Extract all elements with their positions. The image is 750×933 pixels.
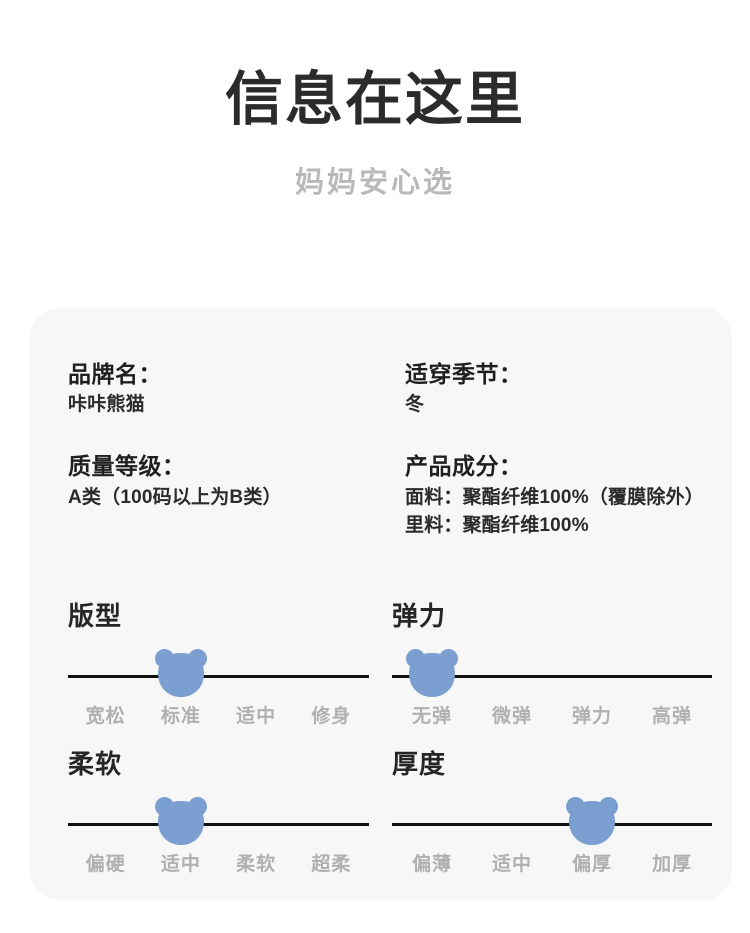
spec-value-season: 冬 (405, 394, 425, 416)
spec-label-season: 适穿季节： (405, 361, 523, 387)
bear-head-icon-fit[interactable] (154, 649, 207, 697)
slider-tick-elasticity-1[interactable]: 微弹 (491, 706, 532, 727)
slider-track-elasticity[interactable] (392, 675, 712, 678)
slider-tick-elasticity-0[interactable]: 无弹 (411, 706, 452, 727)
page-title: 信息在这里 (224, 67, 525, 132)
spec-block-composition: 产品成分： 面料：聚酯纤维100%（覆膜除外） 里料：聚酯纤维100% (405, 450, 732, 541)
bear-ear-right (599, 797, 618, 816)
bear-ear-left (406, 649, 425, 668)
spec-block-brand: 品牌名： 咔咔熊猫 (68, 358, 400, 420)
slider-track-wrap-thickness[interactable] (392, 797, 712, 845)
page-subtitle: 妈妈安心选 (294, 166, 455, 199)
slider-ticks-thickness: 偏薄 适中 偏厚 加厚 (392, 849, 712, 876)
slider-tick-thickness-1[interactable]: 适中 (491, 854, 532, 875)
slider-tick-thickness-2[interactable]: 偏厚 (571, 854, 612, 875)
slider-tick-elasticity-3[interactable]: 高弹 (651, 706, 692, 727)
bear-ear-right (187, 797, 207, 816)
bear-ear-right (187, 649, 207, 668)
slider-fit[interactable]: 版型 宽松 标准 适中 修身 (30, 596, 381, 744)
slider-ticks-fit: 宽松 标准 适中 修身 (68, 701, 369, 728)
spec-value-composition-lining: 里料：聚酯纤维100% (405, 515, 589, 537)
slider-softness[interactable]: 柔软 偏硬 适中 柔软 超柔 (30, 744, 381, 892)
slider-track-wrap-softness[interactable] (68, 797, 369, 845)
slider-track-fit[interactable] (68, 675, 369, 678)
spec-value-quality-grade: A类（100码以上为B类） (68, 486, 282, 508)
slider-track-thickness[interactable] (392, 823, 712, 826)
bear-head-icon-thickness[interactable] (566, 797, 618, 845)
slider-title-softness: 柔软 (68, 749, 123, 779)
slider-tick-fit-3[interactable]: 修身 (311, 706, 352, 727)
slider-tick-fit-2[interactable]: 适中 (236, 706, 277, 727)
slider-title-fit: 版型 (68, 601, 123, 631)
slider-tick-softness-3[interactable]: 超柔 (311, 854, 352, 875)
spec-column-left: 品牌名： 咔咔熊猫 质量等级： A类（100码以上为B类） (68, 358, 400, 541)
bear-head-icon-softness[interactable] (154, 797, 207, 845)
slider-ticks-elasticity: 无弹 微弹 弹力 高弹 (392, 701, 712, 728)
slider-title-elasticity: 弹力 (392, 601, 447, 631)
spec-value-brand: 咔咔熊猫 (68, 394, 145, 416)
spec-column-right: 适穿季节： 冬 产品成分： 面料：聚酯纤维100%（覆膜除外） 里料：聚酯纤维1… (400, 358, 732, 541)
slider-tick-softness-0[interactable]: 偏硬 (85, 854, 126, 875)
spec-label-composition: 产品成分： (405, 453, 523, 480)
bear-ear-left (566, 797, 585, 816)
spec-label-brand: 品牌名： (68, 361, 162, 387)
slider-tick-softness-1[interactable]: 适中 (160, 854, 201, 875)
slider-track-softness[interactable] (68, 823, 369, 826)
bear-ear-right (439, 649, 458, 668)
page-header: 信息在这里 妈妈安心选 (0, 0, 750, 201)
spec-value-composition-shell: 面料：聚酯纤维100%（覆膜除外） (405, 486, 704, 508)
bear-ear-left (154, 797, 174, 816)
slider-tick-elasticity-2[interactable]: 弹力 (571, 706, 612, 727)
bear-head-icon-elasticity[interactable] (406, 649, 458, 697)
slider-thickness[interactable]: 厚度 偏薄 适中 偏厚 加厚 (381, 744, 732, 892)
slider-tick-thickness-0[interactable]: 偏薄 (411, 854, 452, 875)
spec-block-season: 适穿季节： 冬 (405, 358, 732, 420)
spec-label-quality-grade: 质量等级： (68, 453, 186, 480)
slider-track-wrap-elasticity[interactable] (392, 649, 712, 697)
slider-title-thickness: 厚度 (392, 749, 447, 779)
slider-tick-fit-1[interactable]: 标准 (160, 706, 201, 727)
slider-elasticity[interactable]: 弹力 无弹 微弹 弹力 高弹 (381, 596, 732, 744)
slider-tick-thickness-3[interactable]: 加厚 (651, 854, 692, 875)
attribute-slider-grid: 版型 宽松 标准 适中 修身 弹力 (30, 596, 732, 892)
slider-tick-softness-2[interactable]: 柔软 (236, 854, 277, 875)
bear-ear-left (154, 649, 174, 668)
slider-tick-fit-0[interactable]: 宽松 (85, 706, 126, 727)
product-info-card: 品牌名： 咔咔熊猫 质量等级： A类（100码以上为B类） 适穿季节： 冬 产品… (30, 308, 732, 900)
spec-block-quality-grade: 质量等级： A类（100码以上为B类） (68, 450, 400, 512)
slider-track-wrap-fit[interactable] (68, 649, 369, 697)
spec-grid: 品牌名： 咔咔熊猫 质量等级： A类（100码以上为B类） 适穿季节： 冬 产品… (68, 358, 732, 541)
slider-ticks-softness: 偏硬 适中 柔软 超柔 (68, 849, 369, 876)
